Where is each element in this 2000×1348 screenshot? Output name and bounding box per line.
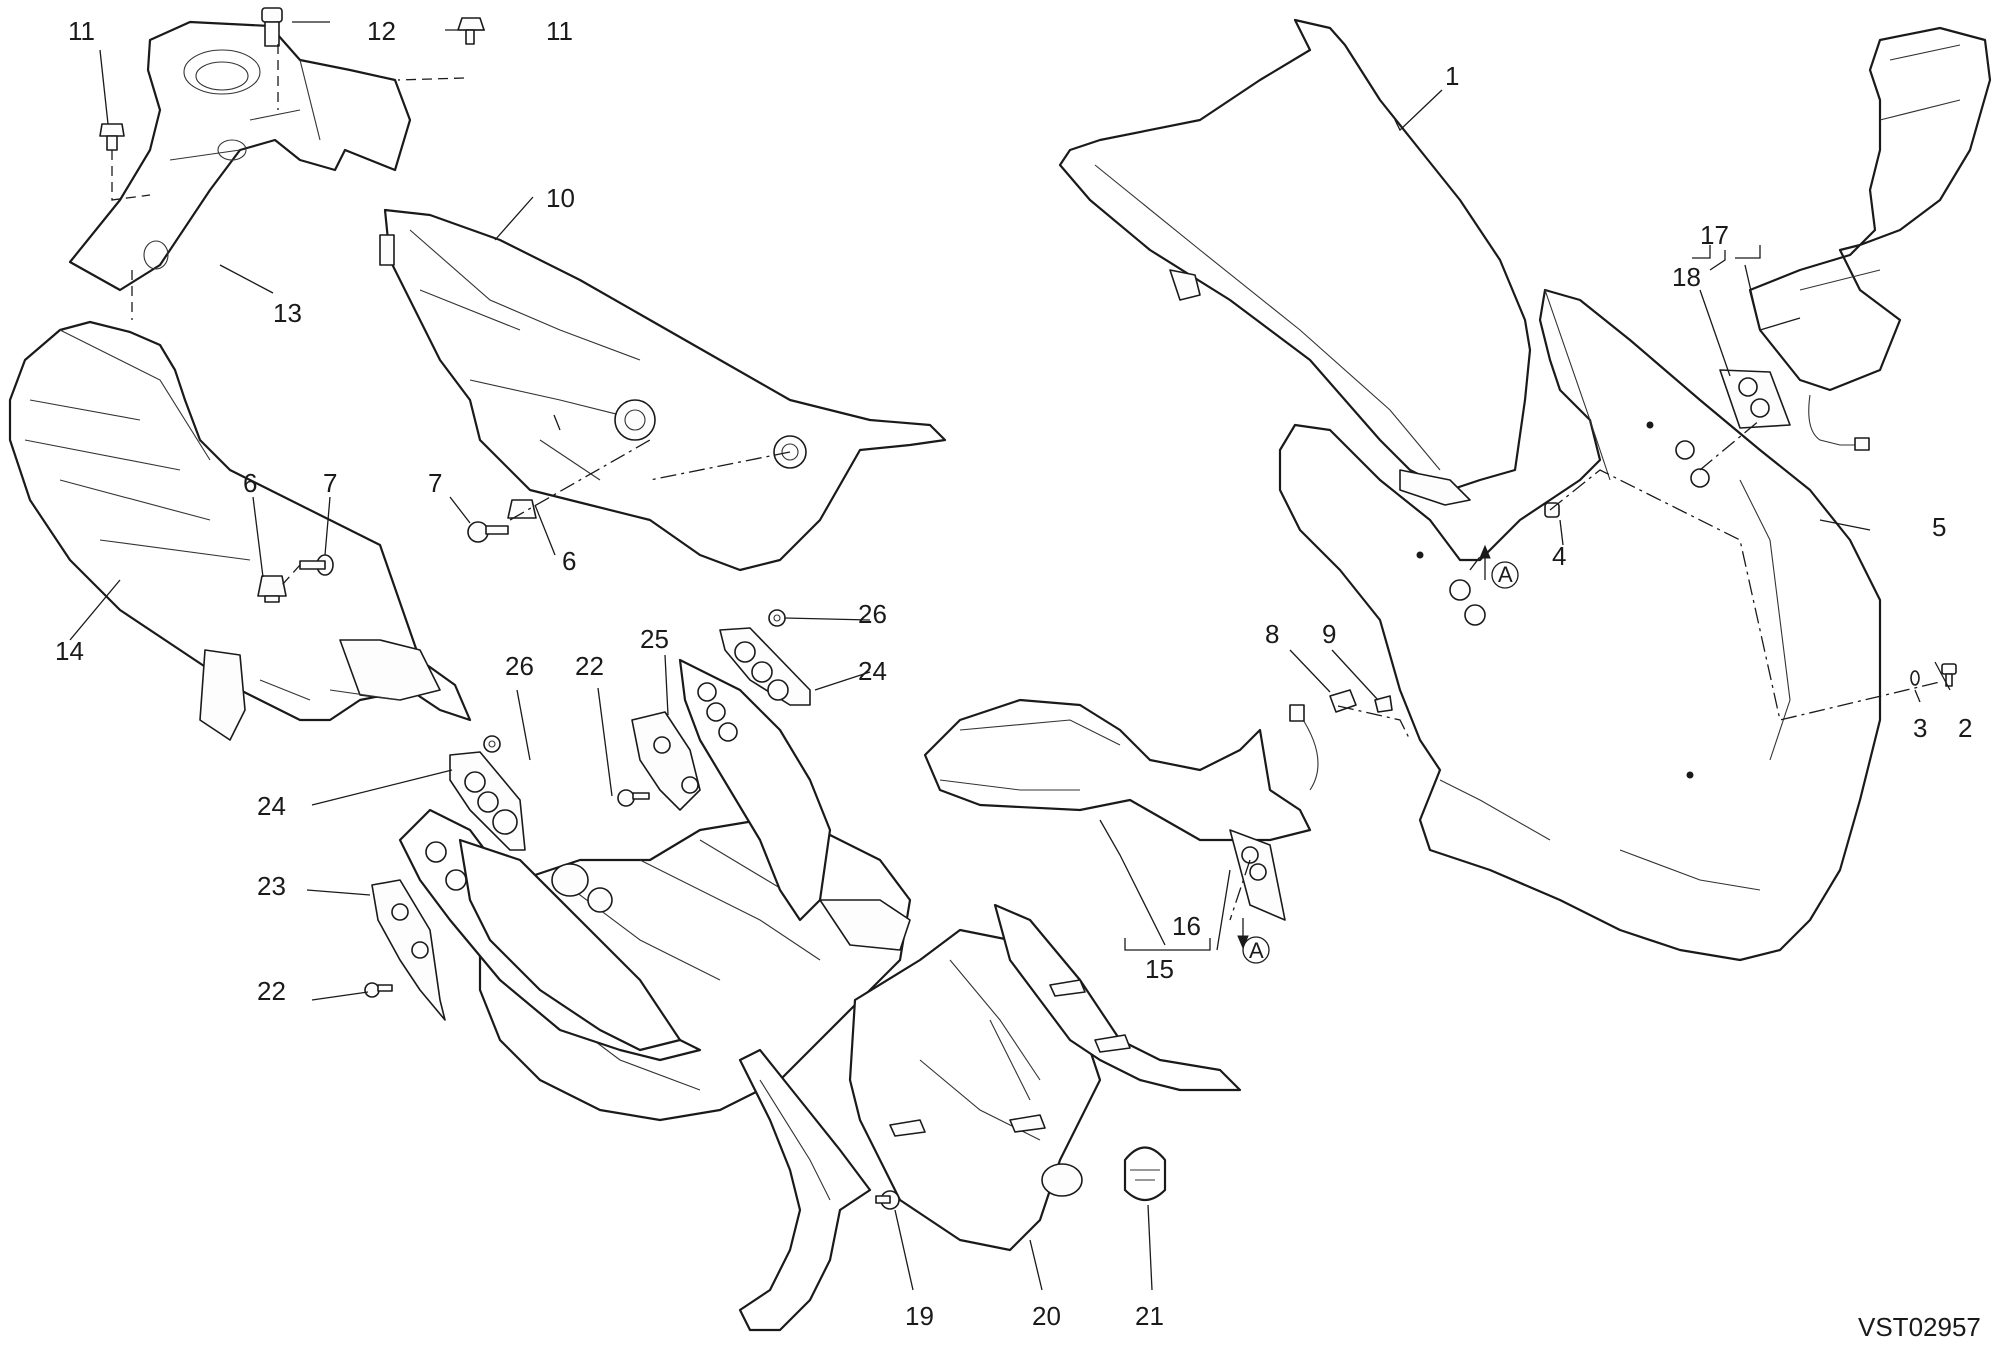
fastener-2 (1941, 663, 1957, 687)
part-14-left-side-panel (8, 320, 472, 741)
part-25-plate (631, 711, 701, 811)
fastener-3 (1910, 670, 1920, 686)
callout-6-left: 6 (243, 468, 257, 498)
part-15-left-mirror (923, 698, 1319, 842)
callout-10: 10 (546, 183, 575, 213)
callout-11-left: 11 (68, 16, 95, 46)
callout-11-right: 11 (546, 16, 573, 46)
fastener-11-left (99, 123, 125, 151)
callout-13: 13 (273, 298, 302, 328)
fastener-7-center (467, 521, 509, 543)
leader-lines (69, 21, 1951, 1291)
callout-5: 5 (1932, 512, 1946, 542)
callout-22-lower: 22 (257, 976, 286, 1006)
callout-26-right: 26 (858, 599, 887, 629)
fastener-11-top (457, 17, 485, 45)
part-24-plate-left (449, 751, 526, 851)
callout-4: 4 (1552, 541, 1566, 571)
reference-mark-upper: A (1498, 562, 1513, 587)
callout-20: 20 (1032, 1301, 1061, 1331)
callout-23: 23 (257, 871, 286, 901)
part-9-clip (1374, 695, 1393, 713)
fastener-12 (261, 7, 283, 47)
callout-24-left: 24 (257, 791, 286, 821)
washer-26-left (483, 735, 501, 753)
callout-15: 15 (1145, 954, 1174, 984)
callout-numbers: 1 2 3 4 5 6 6 7 7 8 9 10 11 11 12 13 14 … (55, 16, 1972, 1331)
callout-21: 21 (1135, 1301, 1164, 1331)
fastener-7-left (299, 554, 334, 576)
fastener-4 (1544, 502, 1560, 518)
reference-arrow-upper (1479, 544, 1519, 589)
callout-9: 9 (1322, 619, 1336, 649)
callout-16: 16 (1172, 911, 1201, 941)
callout-24-right: 24 (858, 656, 887, 686)
left-intake-duct (738, 1048, 872, 1332)
callout-8: 8 (1265, 619, 1279, 649)
part-13-upper-cover (68, 20, 412, 292)
callout-14: 14 (55, 636, 84, 666)
callout-3: 3 (1913, 713, 1927, 743)
fastener-6-center (507, 499, 537, 519)
callout-19: 19 (905, 1301, 934, 1331)
callout-18: 18 (1672, 262, 1701, 292)
assembly-lines (111, 44, 1941, 921)
callout-7-left: 7 (323, 468, 337, 498)
callout-22-upper: 22 (575, 651, 604, 681)
fastener-6-left (257, 575, 287, 603)
part-21-badge (1123, 1146, 1167, 1202)
part-17-right-mirror (1748, 26, 1992, 451)
right-intake-duct (993, 903, 1242, 1092)
callout-12: 12 (367, 16, 396, 46)
part-23-plate (371, 879, 446, 1021)
callout-17: 17 (1700, 220, 1729, 250)
callout-1: 1 (1445, 61, 1459, 91)
callout-25: 25 (640, 624, 669, 654)
left-headlight-lens (458, 838, 682, 1052)
part-20-nose-panel (848, 928, 1102, 1252)
callout-2: 2 (1958, 713, 1972, 743)
part-1-windscreen (1058, 18, 1532, 506)
callout-6-center: 6 (562, 546, 576, 576)
diagram-code: VST02957 (1858, 1312, 1981, 1342)
part-16-mirror-gasket (1229, 829, 1286, 921)
screw-19 (875, 1190, 900, 1210)
right-headlight-bracket (678, 658, 832, 922)
washer-26-right (768, 609, 786, 627)
screw-22-lower (364, 982, 393, 998)
reference-arrow-lower (1237, 918, 1270, 964)
part-24-plate-right (719, 627, 811, 706)
screw-22-upper (617, 789, 650, 807)
callout-7-center: 7 (428, 468, 442, 498)
part-18-mirror-gasket (1719, 369, 1791, 429)
callout-26-left: 26 (505, 651, 534, 681)
reference-mark-lower: A (1249, 938, 1264, 963)
part-8-clip (1329, 689, 1357, 713)
